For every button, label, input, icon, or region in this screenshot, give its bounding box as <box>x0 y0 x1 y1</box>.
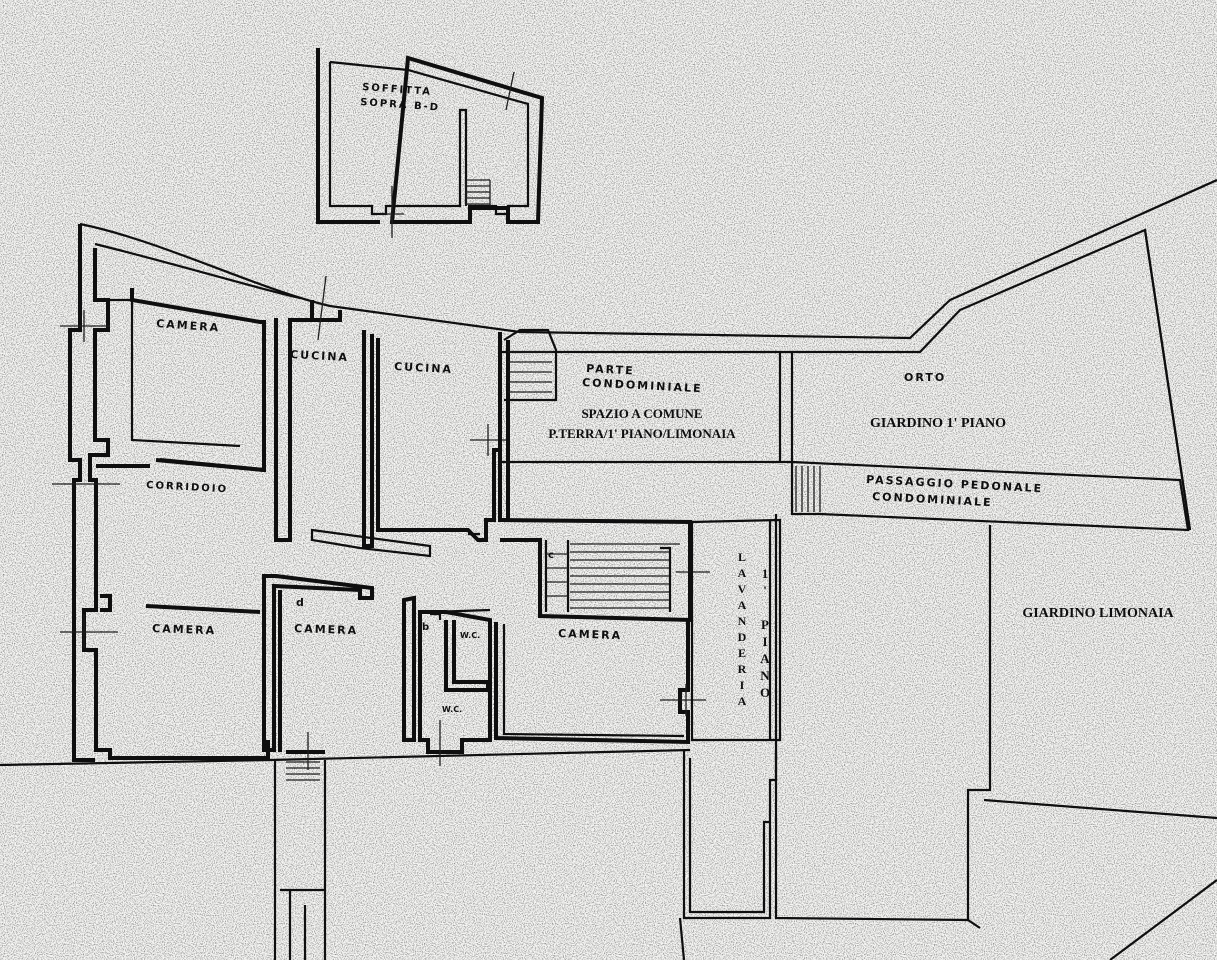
spazio-comune-label: SPAZIO A COMUNE P.TERRA/1' PIANO/LIMONAI… <box>548 406 736 441</box>
wc-2-label: W.C. <box>442 705 462 714</box>
camera-mid-label: CAMERA <box>294 622 358 637</box>
parte-condominiale-line-1: PARTE <box>586 362 635 378</box>
camera-top-label: CAMERA <box>156 317 221 334</box>
parte-condominiale-label: PARTE CONDOMINIALE <box>582 362 703 395</box>
stairwell <box>499 518 710 623</box>
cucina-1-label: CUCINA <box>290 348 349 364</box>
primo-piano-label: 1' PIANO <box>758 566 773 702</box>
attic-outline <box>316 48 545 238</box>
lavanderia-label: LAVANDERIA <box>735 550 749 710</box>
spazio-comune-line-2: P.TERRA/1' PIANO/LIMONAIA <box>548 426 736 441</box>
orto-label: ORTO <box>904 371 946 384</box>
room-camera-top <box>60 288 266 473</box>
spazio-comune-line-1: SPAZIO A COMUNE <box>581 406 702 421</box>
corridoio-label: CORRIDOIO <box>146 480 228 495</box>
attic-label-line-1: SOFFITTA <box>362 82 433 98</box>
camera-left-label: CAMERA <box>152 622 216 637</box>
mark-c: c <box>548 550 554 561</box>
parte-condominiale-line-2: CONDOMINIALE <box>582 376 703 395</box>
cucina-2-label: CUCINA <box>394 360 453 376</box>
wc-1-label: W.C. <box>460 631 480 640</box>
attic-label-line-2: SOPRA B-D <box>360 97 441 114</box>
passaggio-label: PASSAGGIO PEDONALE CONDOMINIALE <box>866 473 1044 509</box>
garden-boundaries <box>500 229 1217 960</box>
room-camera-mid <box>262 574 416 770</box>
room-cucina-1 <box>274 275 374 548</box>
passaggio-line-2: CONDOMINIALE <box>872 490 993 509</box>
main-building-walls <box>0 178 1217 960</box>
mark-b: b <box>422 622 429 633</box>
giardino-1-piano-label: GIARDINO 1' PIANO <box>870 416 1006 431</box>
giardino-limonaia-label: GIARDINO LIMONAIA <box>1022 606 1174 621</box>
camera-right-label: CAMERA <box>558 627 622 642</box>
mark-d: d <box>296 596 304 609</box>
attic-label: SOFFITTA SOPRA B-D <box>360 82 441 114</box>
entry-stairs <box>498 328 558 522</box>
